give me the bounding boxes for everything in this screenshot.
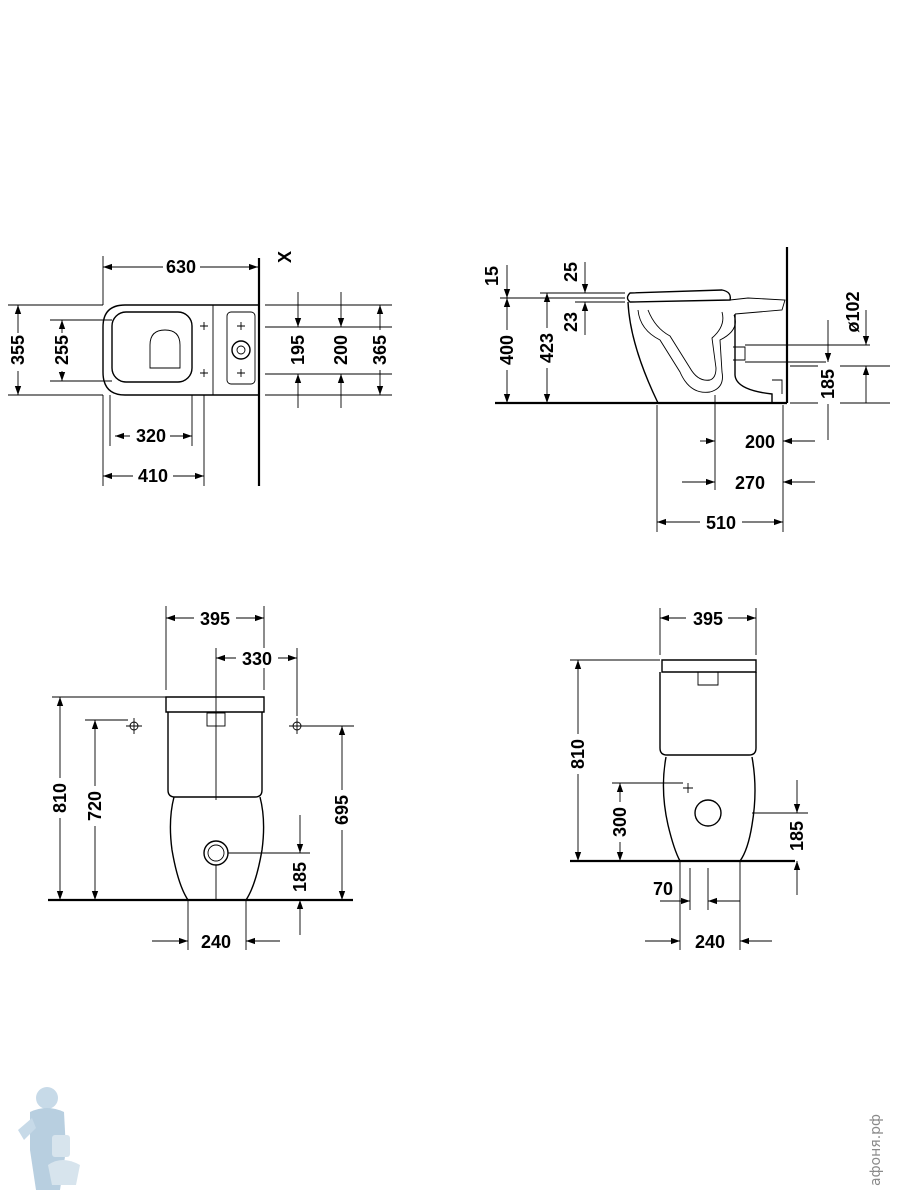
trap-inner (647, 309, 724, 381)
label-bg (332, 790, 354, 830)
side-view: 15 25 23 400 423 ø102 185 200 270 510 (482, 247, 890, 533)
top-bowl-drain (149, 329, 181, 369)
dim-410: 410 (138, 466, 168, 486)
dim-x-mark: X (275, 251, 295, 263)
fixing-marks (200, 322, 245, 377)
dim-720: 720 (85, 791, 105, 821)
dim-330: 330 (242, 649, 272, 669)
bowl-body (169, 796, 265, 901)
dim-423: 423 (537, 333, 557, 363)
dim-355: 355 (8, 335, 28, 365)
label-bg (568, 734, 590, 774)
bowl-back (734, 314, 773, 403)
flush-button-icon (231, 340, 251, 360)
label-bg (50, 778, 72, 818)
dim-195: 195 (288, 335, 308, 365)
dim-510: 510 (706, 513, 736, 533)
dim-25: 25 (561, 262, 581, 282)
outlet-inner-icon (207, 844, 225, 862)
label-bg (686, 608, 728, 628)
outlet-pipe (733, 346, 746, 361)
front-extension-lines (52, 606, 354, 950)
outlet-icon (694, 799, 722, 827)
dim-200: 200 (331, 335, 351, 365)
top-dimension-lines (14, 263, 384, 480)
dim-365: 365 (370, 335, 390, 365)
plumber-logo (18, 1087, 80, 1190)
label-bg (818, 364, 840, 404)
dim-320: 320 (136, 426, 166, 446)
label-bg (8, 333, 30, 371)
tank-lid (729, 297, 786, 315)
dim-255: 255 (52, 335, 72, 365)
watermark-text: афоня.рф (868, 1114, 884, 1186)
flush-button-inner-icon (236, 345, 246, 355)
back-view: 395 810 300 185 70 240 (568, 608, 808, 952)
dim-300: 300 (610, 807, 630, 837)
dim-810: 810 (50, 783, 70, 813)
top-view: 630 X 355 255 195 200 365 320 410 (8, 251, 392, 486)
front-view: 395 330 810 720 695 185 240 (48, 606, 354, 952)
dim-695: 695 (332, 795, 352, 825)
tank-top (226, 311, 256, 385)
dim-185: 185 (787, 821, 807, 851)
dim-70: 70 (653, 879, 673, 899)
tank-body (167, 712, 263, 798)
tank-clip (697, 672, 719, 686)
label-bg (700, 512, 742, 532)
trap-outer (637, 309, 736, 393)
dim-23: 23 (561, 312, 581, 332)
label-bg (370, 330, 392, 370)
dim-630: 630 (166, 257, 196, 277)
bowl-front (627, 301, 659, 404)
dim-395: 395 (200, 609, 230, 629)
outlet-foot (772, 379, 783, 394)
label-bg (538, 328, 560, 368)
water-inlet-marks (126, 718, 305, 734)
tank-lid (661, 659, 757, 673)
label-bg (85, 786, 107, 826)
tank-lid (165, 696, 265, 713)
dim-240: 240 (201, 932, 231, 952)
dim-185: 185 (290, 862, 310, 892)
label-bg (194, 608, 236, 628)
dim-240: 240 (695, 932, 725, 952)
dim-185: 185 (818, 369, 838, 399)
top-outline (102, 304, 258, 396)
label-bg (498, 330, 520, 370)
dim-15: 15 (482, 266, 502, 286)
label-bg (133, 466, 173, 486)
dim-395: 395 (693, 609, 723, 629)
back-extension-lines (570, 608, 808, 950)
bowl-body (662, 756, 756, 862)
label-bg (52, 333, 74, 371)
tank-body (659, 672, 757, 756)
label-bg (130, 426, 170, 446)
label-bg (236, 648, 278, 668)
top-bowl-opening (111, 311, 193, 383)
seat-lid (626, 289, 732, 303)
label-bg (610, 802, 632, 842)
dim-810: 810 (568, 739, 588, 769)
dim-400: 400 (497, 335, 517, 365)
dim-200: 200 (745, 432, 775, 452)
dim-dia-102: ø102 (843, 291, 863, 332)
back-dimension-lines (574, 614, 801, 945)
dim-270: 270 (735, 473, 765, 493)
fixing-marks (683, 783, 693, 793)
